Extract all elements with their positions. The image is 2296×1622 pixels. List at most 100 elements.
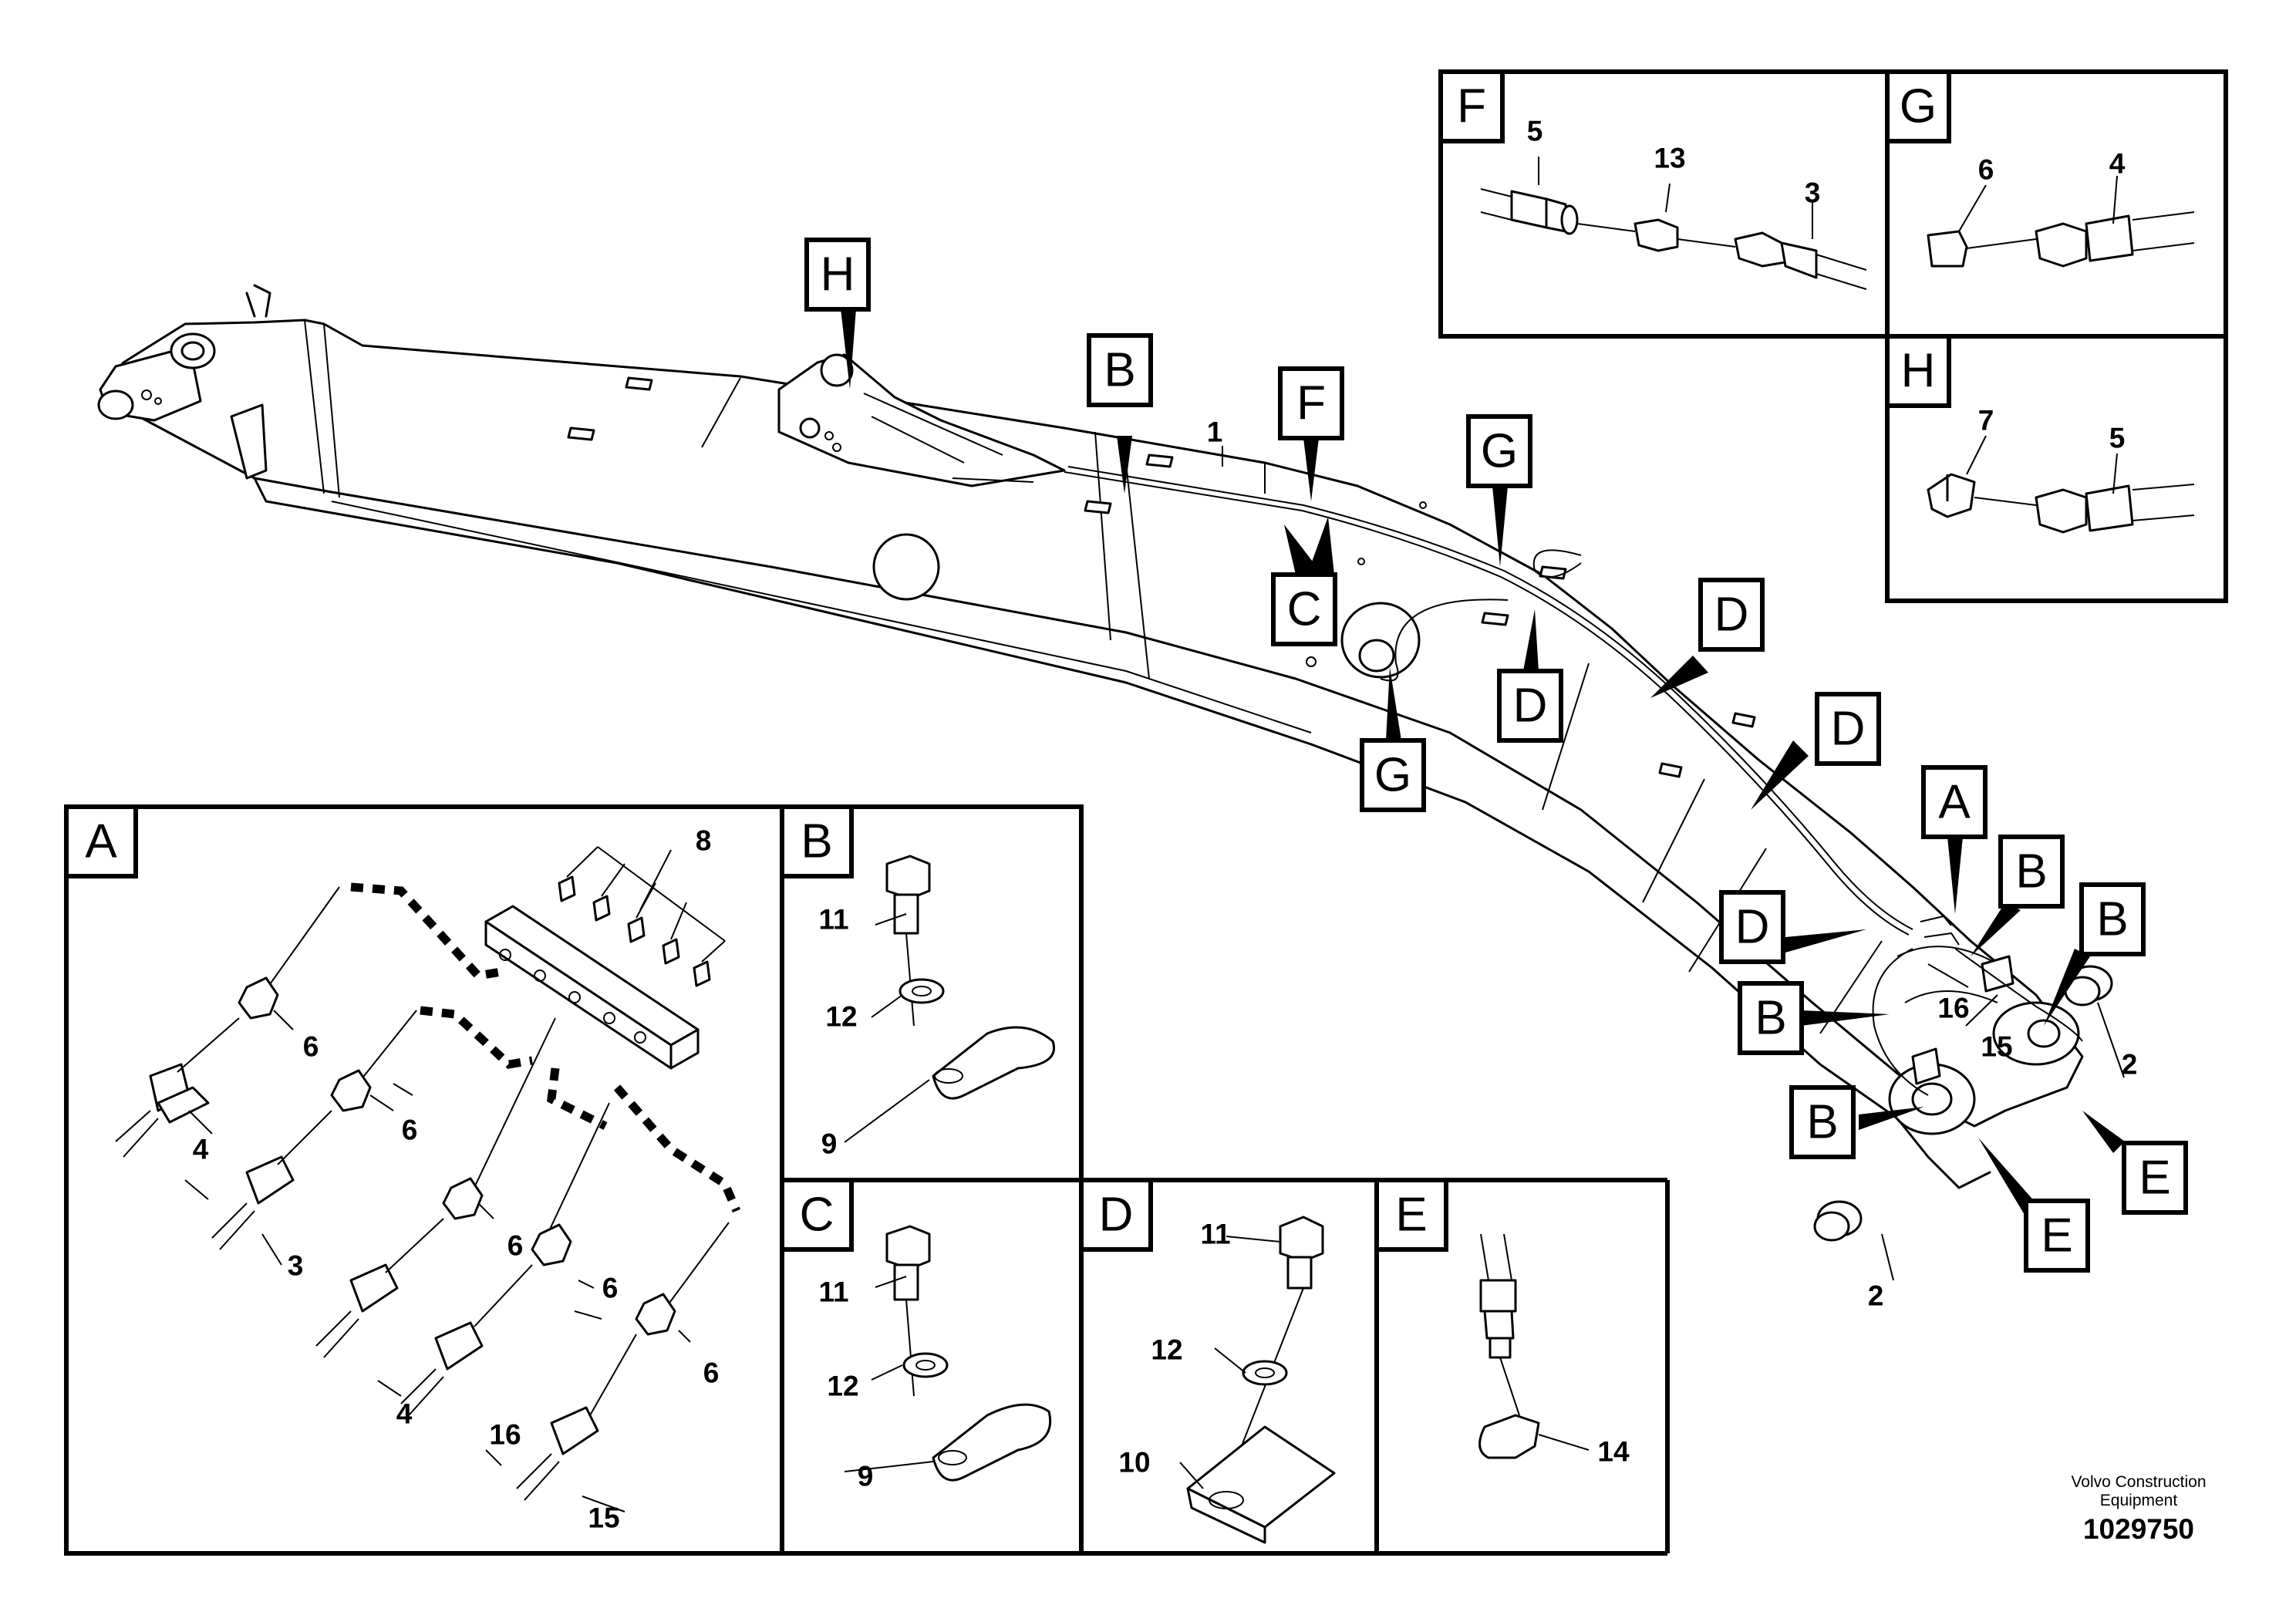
callout-b-right-2: B (2079, 882, 2146, 956)
panel-tag-d: D (1079, 1178, 1153, 1252)
callout-d-3: D (1815, 692, 1881, 766)
detail-g-parts (1927, 211, 2195, 268)
part-number-6: 6 (1978, 154, 1994, 186)
callout-d-1: D (1497, 669, 1563, 743)
drawing-footer: Volvo Construction Equipment 1029750 (2071, 1473, 2206, 1545)
panel-tag-c: C (780, 1178, 854, 1252)
part-number-12: 12 (827, 1371, 858, 1402)
svg-text:D: D (1714, 588, 1749, 642)
svg-text:C: C (800, 1189, 834, 1242)
part-number-2: 2 (2122, 1049, 2138, 1081)
callout-d-4: D (1719, 890, 1785, 964)
svg-text:B: B (2015, 845, 2047, 899)
detail-e-parts (1478, 1233, 1540, 1459)
part-number-11: 11 (818, 1276, 848, 1308)
part-number-6: 6 (303, 1031, 319, 1063)
detail-d-parts (1186, 1216, 1336, 1544)
part-number-5: 5 (2109, 423, 2126, 454)
part-number-16: 16 (489, 1419, 521, 1451)
part-number-4: 4 (2109, 148, 2126, 180)
svg-text:D: D (1735, 901, 1770, 954)
callout-e-right: E (2122, 1141, 2188, 1215)
panel-tag-e: E (1374, 1178, 1448, 1252)
callout-f-main: F (1278, 366, 1344, 440)
svg-text:B: B (2096, 893, 2128, 946)
callout-a-main: A (1921, 765, 1988, 839)
detail-b-parts (885, 855, 1055, 1100)
callout-b-right-1: B (1998, 835, 2065, 909)
callout-c-main: C (1271, 572, 1337, 646)
part-number-2: 2 (1868, 1280, 1884, 1312)
panel-tag-b: B (780, 804, 854, 878)
callout-g-upper: G (1466, 414, 1532, 488)
callout-d-2: D (1698, 578, 1765, 652)
part-numbers: 1 5 13 3 6 4 7 5 8 6 4 6 3 6 4 6 6 16 15… (193, 116, 2138, 1534)
boom-arm (97, 284, 2113, 1242)
callout-pointers (841, 309, 2125, 1215)
part-number-4: 4 (396, 1398, 413, 1430)
svg-text:B: B (1104, 344, 1135, 397)
part-number-9: 9 (821, 1128, 838, 1160)
part-number-3: 3 (1805, 177, 1821, 209)
svg-text:B: B (1806, 1096, 1838, 1149)
part-number-11: 11 (1200, 1219, 1230, 1250)
svg-text:G: G (1481, 425, 1518, 478)
part-number-12: 12 (1151, 1334, 1182, 1366)
detail-a-parts (115, 846, 741, 1501)
svg-text:E: E (2139, 1152, 2170, 1205)
maker-line-2: Equipment (2100, 1492, 2178, 1509)
svg-text:D: D (1831, 703, 1866, 756)
svg-text:E: E (2041, 1209, 2072, 1263)
part-number-9: 9 (858, 1461, 874, 1492)
part-number-5: 5 (1527, 116, 1543, 147)
svg-text:H: H (1901, 345, 1936, 398)
maker-line-1: Volvo Construction (2071, 1473, 2206, 1491)
panel-tag-f: F (1438, 69, 1505, 143)
svg-text:B: B (801, 815, 832, 868)
callout-g-lower: G (1360, 738, 1426, 812)
part-number-4: 4 (193, 1134, 209, 1165)
part-number-13: 13 (1654, 143, 1685, 174)
part-number-6: 6 (602, 1273, 619, 1304)
part-number-8: 8 (696, 825, 712, 857)
detail-h-parts (1927, 473, 2195, 534)
part-number-6: 6 (402, 1114, 418, 1146)
svg-text:D: D (1513, 679, 1548, 733)
callout-h-main: H (804, 238, 871, 312)
svg-text:G: G (1374, 749, 1411, 802)
svg-text:D: D (1099, 1189, 1134, 1242)
part-number-12: 12 (825, 1001, 857, 1033)
part-number-10: 10 (1118, 1447, 1150, 1479)
part-number-15: 15 (1981, 1031, 2012, 1063)
svg-text:G: G (1900, 80, 1937, 133)
svg-text:A: A (85, 815, 117, 868)
part-number-6: 6 (507, 1230, 524, 1262)
svg-text:H: H (821, 248, 855, 302)
part-number-3: 3 (288, 1250, 304, 1282)
part-number-15: 15 (588, 1502, 619, 1534)
svg-text:B: B (1755, 992, 1786, 1045)
callout-e-bottom: E (2024, 1199, 2090, 1273)
part-number-6: 6 (703, 1357, 720, 1389)
svg-text:E: E (1395, 1189, 1427, 1242)
drawing-number: 1029750 (2083, 1513, 2194, 1545)
detail-f-parts (1480, 188, 1867, 290)
part-number-14: 14 (1597, 1436, 1630, 1468)
leader-lines (184, 157, 2125, 1512)
detail-c-parts (885, 1225, 1052, 1482)
callout-b-top: B (1087, 333, 1153, 407)
callout-b-left-2: B (1789, 1085, 1856, 1159)
callout-b-left-1: B (1738, 981, 1804, 1055)
svg-text:C: C (1287, 583, 1322, 636)
svg-text:A: A (1938, 776, 1971, 829)
panel-tag-g: G (1885, 69, 1951, 143)
panel-tag-a: A (64, 804, 138, 878)
svg-text:F: F (1457, 80, 1486, 133)
part-number-16: 16 (1937, 993, 1969, 1024)
svg-text:F: F (1296, 377, 1326, 430)
part-number-11: 11 (818, 904, 848, 936)
panel-tag-h: H (1885, 334, 1951, 408)
part-number-7: 7 (1978, 405, 1994, 437)
part-number-1: 1 (1207, 416, 1223, 448)
